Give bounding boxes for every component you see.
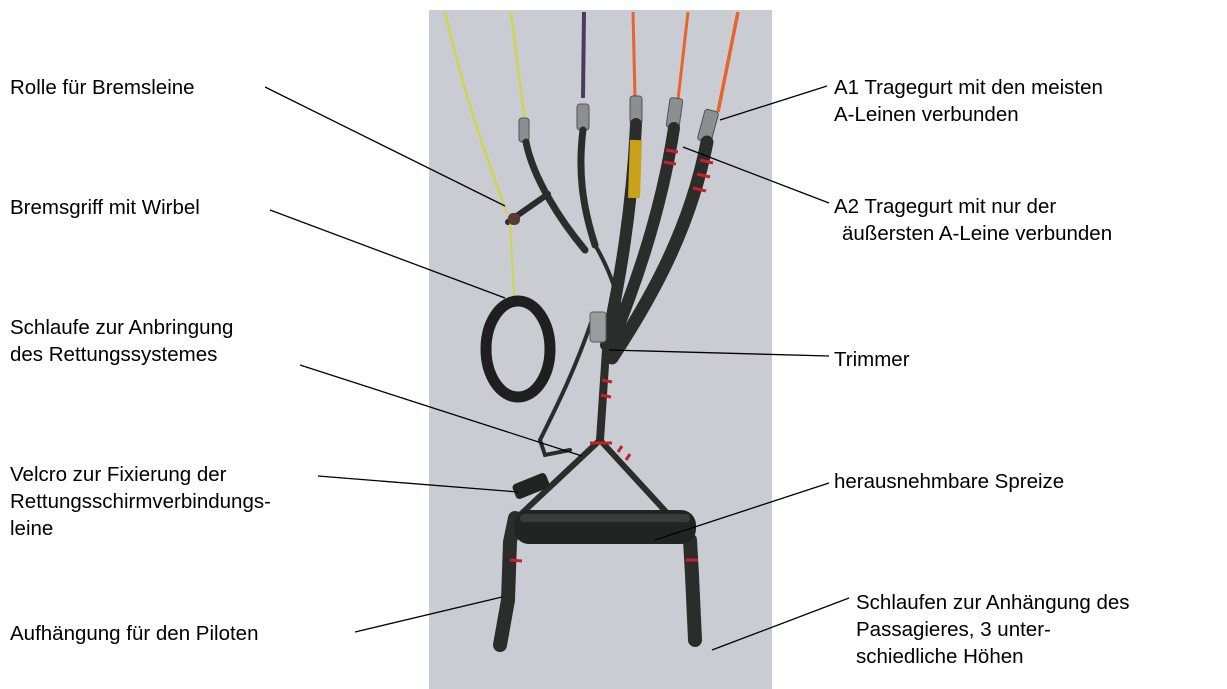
label-reserve-loop-line-1: Schlaufe zur Anbringung (10, 314, 233, 341)
label-trimmer: Trimmer (834, 346, 910, 373)
yellow-tape (634, 140, 636, 198)
label-trimmer-line-1: Trimmer (834, 346, 910, 373)
label-velcro-line-1: Velcro zur Fixierung der (10, 461, 271, 488)
label-reserve-loop-line-2: des Rettungssystemes (10, 341, 233, 368)
label-a1-riser-line-1: A1 Tragegurt mit den meisten (834, 74, 1103, 101)
label-a2-riser: A2 Tragegurt mit nur der äußersten A-Lei… (834, 193, 1112, 247)
label-a2-riser-line-1: A2 Tragegurt mit nur der (834, 193, 1112, 220)
label-a2-riser-line-2: äußersten A-Leine verbunden (834, 220, 1112, 247)
label-velcro-line-3: leine (10, 515, 271, 542)
label-reserve-loop: Schlaufe zur Anbringung des Rettungssyst… (10, 314, 233, 368)
label-brake-handle-line-1: Bremsgriff mit Wirbel (10, 194, 200, 221)
label-spreader-line-1: herausnehmbare Spreize (834, 468, 1064, 495)
label-passenger-loops-line-1: Schlaufen zur Anhängung des (856, 589, 1130, 616)
label-passenger-loops-line-3: schiedliche Höhen (856, 643, 1130, 670)
label-passenger-loops-line-2: Passagieres, 3 unter- (856, 616, 1130, 643)
label-brake-roll: Rolle für Bremsleine (10, 74, 195, 101)
photo-background (429, 10, 772, 689)
trimmer-buckle (590, 312, 606, 342)
label-pilot-attachment: Aufhängung für den Piloten (10, 620, 258, 647)
label-brake-handle: Bremsgriff mit Wirbel (10, 194, 200, 221)
spreader-bar (514, 510, 696, 544)
label-brake-roll-line-1: Rolle für Bremsleine (10, 74, 195, 101)
label-passenger-loops: Schlaufen zur Anhängung des Passagieres,… (856, 589, 1130, 670)
label-velcro-line-2: Rettungsschirmverbindungs- (10, 488, 271, 515)
label-velcro: Velcro zur Fixierung der Rettungsschirmv… (10, 461, 271, 542)
label-pilot-attachment-line-1: Aufhängung für den Piloten (10, 620, 258, 647)
label-spreader: herausnehmbare Spreize (834, 468, 1064, 495)
label-a1-riser-line-2: A-Leinen verbunden (834, 101, 1103, 128)
label-a1-riser: A1 Tragegurt mit den meisten A-Leinen ve… (834, 74, 1103, 128)
